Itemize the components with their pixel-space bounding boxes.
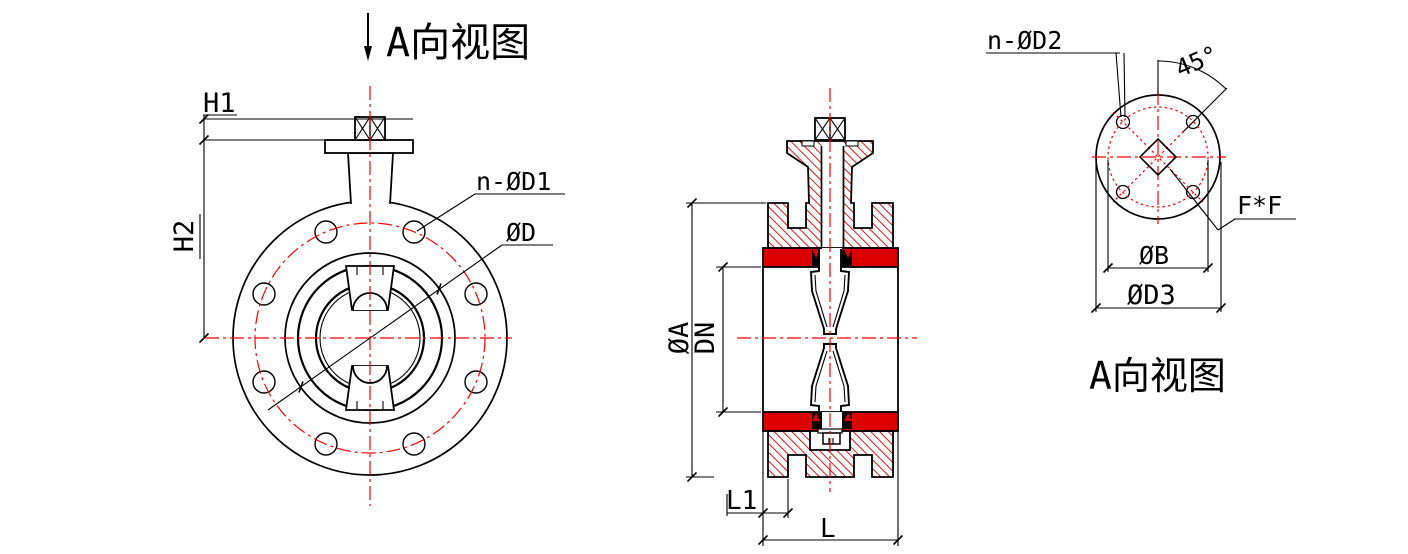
dim-label-b: ØB [1139,241,1169,270]
dim-b-lines [1102,160,1214,274]
dim-label-h2: H2 [169,220,200,253]
leader-n-d2 [986,52,1126,118]
dim-label-h1: H1 [203,88,236,119]
dim-45-lines [1157,60,1228,133]
section-view-centerlines [737,88,917,492]
dim-a-lines [686,197,766,483]
top-plate [324,139,414,154]
section-view: ØA DN L1 L [664,88,917,546]
bolt-circle-centerline [254,222,486,454]
dim-h1-h2-lines [198,113,413,344]
view-a-caption: A向视图 [1089,354,1226,398]
front-view-centerlines [205,86,512,506]
dim-dn-lines [716,261,761,418]
dim-label-d: ØD [506,218,536,247]
a-view-centerlines [1092,91,1226,224]
leader-n-d1 [416,193,565,232]
dim-label-l: L [820,514,836,544]
dim-d3-lines [1090,162,1227,314]
dim-label-a: ØA [664,322,695,355]
dim-label-d3: ØD3 [1127,280,1176,311]
leader-d [267,244,553,411]
dim-label-n-d1: n-ØD1 [476,167,551,196]
square-shaft-end [1138,137,1178,177]
view-direction-arrow-icon [364,13,372,61]
dim-label-l1: L1 [726,486,757,516]
dim-label-dn: DN [690,322,721,355]
a-direction-view: n-ØD2 45° F*F ØB ØD3 A向视图 [986,26,1296,398]
dim-label-n-d2: n-ØD2 [987,26,1062,55]
body-bottom-section [767,430,894,478]
dim-label-45: 45° [1171,40,1222,83]
dim-label-ff: F*F [1237,191,1282,220]
bolt-holes [252,220,488,456]
view-a-top-label: A向视图 [386,20,530,66]
dim-l1-l-lines [726,431,904,546]
front-view: H1 H2 n-ØD1 ØD [169,86,565,506]
mounting-holes [1115,114,1201,200]
